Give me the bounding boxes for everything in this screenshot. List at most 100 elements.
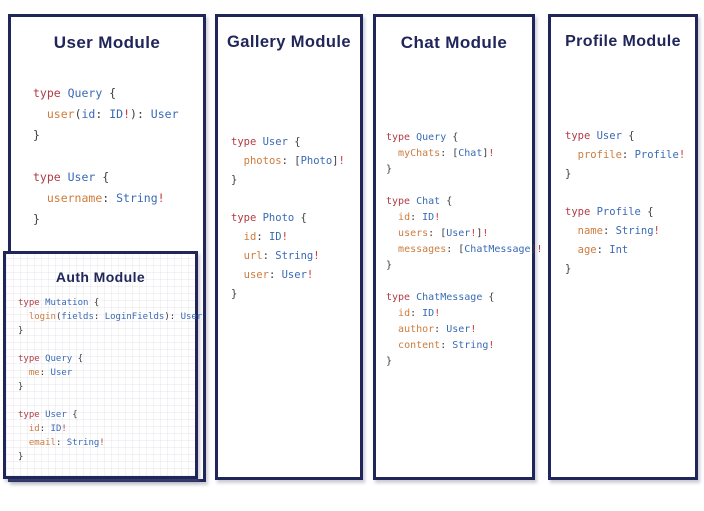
code-token bbox=[386, 244, 398, 255]
module-title-profile: Profile Module bbox=[565, 33, 681, 50]
code-token: profile bbox=[577, 149, 622, 161]
code-token: users bbox=[398, 228, 429, 239]
code-token: String bbox=[66, 438, 100, 448]
code-line bbox=[386, 274, 543, 290]
code-token: : bbox=[39, 424, 51, 434]
code-token: type bbox=[386, 132, 417, 143]
code-token: : [ bbox=[446, 244, 465, 255]
code-token: age bbox=[577, 244, 597, 256]
code-token: { bbox=[628, 130, 635, 142]
code-line: } bbox=[386, 354, 543, 370]
code-token: { bbox=[102, 170, 110, 184]
code-token: : bbox=[268, 269, 282, 281]
code-token bbox=[565, 244, 578, 256]
module-title-auth: Auth Module bbox=[55, 269, 146, 285]
code-line: } bbox=[386, 258, 543, 274]
code-line: user(id: ID!): User bbox=[33, 104, 179, 125]
code-line: id: ID! bbox=[231, 228, 345, 247]
code-token: name bbox=[577, 225, 603, 237]
code-token: ! bbox=[434, 308, 441, 319]
code-token: ! bbox=[470, 228, 477, 239]
code-token: : bbox=[102, 191, 117, 205]
code-token bbox=[18, 312, 29, 322]
code-token: User bbox=[446, 228, 471, 239]
code-token: ] bbox=[482, 148, 489, 159]
code-token: String bbox=[452, 340, 489, 351]
code-line: } bbox=[231, 285, 345, 304]
code-token: ! bbox=[482, 228, 489, 239]
code-token: } bbox=[386, 164, 393, 175]
code-line bbox=[565, 184, 685, 203]
code-token: { bbox=[72, 410, 78, 420]
module-title-chat: Chat Module bbox=[400, 33, 508, 52]
code-token: ! bbox=[313, 250, 320, 262]
module-panel-gallery: Gallery Module type User { photos: [Phot… bbox=[215, 14, 363, 480]
code-token bbox=[386, 228, 398, 239]
code-line: id: ID! bbox=[386, 210, 543, 226]
code-token: ( bbox=[74, 107, 82, 121]
code-token: { bbox=[109, 86, 117, 100]
code-token bbox=[231, 155, 244, 167]
code-line: content: String! bbox=[386, 338, 543, 354]
code-token: author bbox=[398, 324, 435, 335]
code-token: { bbox=[77, 354, 84, 364]
code-line bbox=[33, 146, 179, 167]
code-token: : bbox=[39, 368, 51, 378]
code-line: } bbox=[565, 260, 685, 279]
code-line: type Profile { bbox=[565, 203, 685, 222]
code-token: : bbox=[93, 312, 105, 322]
code-token bbox=[565, 149, 578, 161]
code-line: type User { bbox=[565, 127, 685, 146]
code-token bbox=[386, 340, 398, 351]
code-line: type Query { bbox=[386, 130, 543, 146]
code-line: id: ID! bbox=[18, 422, 202, 436]
code-token: ! bbox=[61, 424, 67, 434]
code-line: } bbox=[33, 125, 179, 146]
code-token bbox=[18, 368, 29, 378]
code-token: String bbox=[116, 191, 158, 205]
code-token: ! bbox=[470, 324, 477, 335]
code-line: url: String! bbox=[231, 247, 345, 266]
code-token: { bbox=[647, 206, 654, 218]
code-line: profile: Profile! bbox=[565, 146, 686, 165]
module-title-gallery: Gallery Module bbox=[227, 33, 351, 51]
code-token: ChatMessage bbox=[416, 292, 489, 303]
code-token: LoginFields bbox=[104, 312, 165, 322]
code-token: messages bbox=[398, 244, 447, 255]
code-line: name: String! bbox=[565, 222, 685, 241]
code-token: : bbox=[256, 231, 269, 243]
code-token: ! bbox=[281, 231, 288, 243]
code-token bbox=[231, 269, 244, 281]
code-line bbox=[18, 394, 202, 408]
code-line bbox=[18, 338, 202, 352]
code-token: } bbox=[231, 288, 238, 300]
code-line bbox=[231, 190, 345, 209]
code-block-auth: type Mutation { login(fields: LoginField… bbox=[18, 296, 202, 464]
code-line: user: User! bbox=[231, 266, 345, 285]
code-token: type bbox=[565, 206, 597, 218]
code-token bbox=[565, 225, 578, 237]
code-token: } bbox=[565, 168, 572, 180]
code-token: ChatMessage bbox=[464, 244, 531, 255]
code-token bbox=[33, 191, 47, 205]
code-token: : bbox=[95, 107, 110, 121]
code-token: ! bbox=[338, 155, 345, 167]
code-token: type bbox=[18, 298, 46, 308]
code-token: type bbox=[565, 130, 597, 142]
code-token bbox=[386, 212, 398, 223]
code-token: Chat bbox=[458, 148, 483, 159]
code-block-user: type Query { user(id: ID!): User} type U… bbox=[33, 83, 179, 230]
code-token: id bbox=[81, 107, 96, 121]
code-token: email bbox=[28, 438, 56, 448]
code-token: Photo bbox=[262, 212, 301, 224]
code-token: type bbox=[18, 354, 46, 364]
code-token: } bbox=[33, 212, 40, 226]
code-token: ! bbox=[488, 148, 495, 159]
code-token: ! bbox=[157, 191, 165, 205]
code-token: login bbox=[28, 312, 56, 322]
code-token: type bbox=[33, 86, 68, 100]
code-token: username bbox=[46, 191, 103, 205]
code-line: } bbox=[18, 450, 202, 464]
code-token: } bbox=[386, 356, 393, 367]
